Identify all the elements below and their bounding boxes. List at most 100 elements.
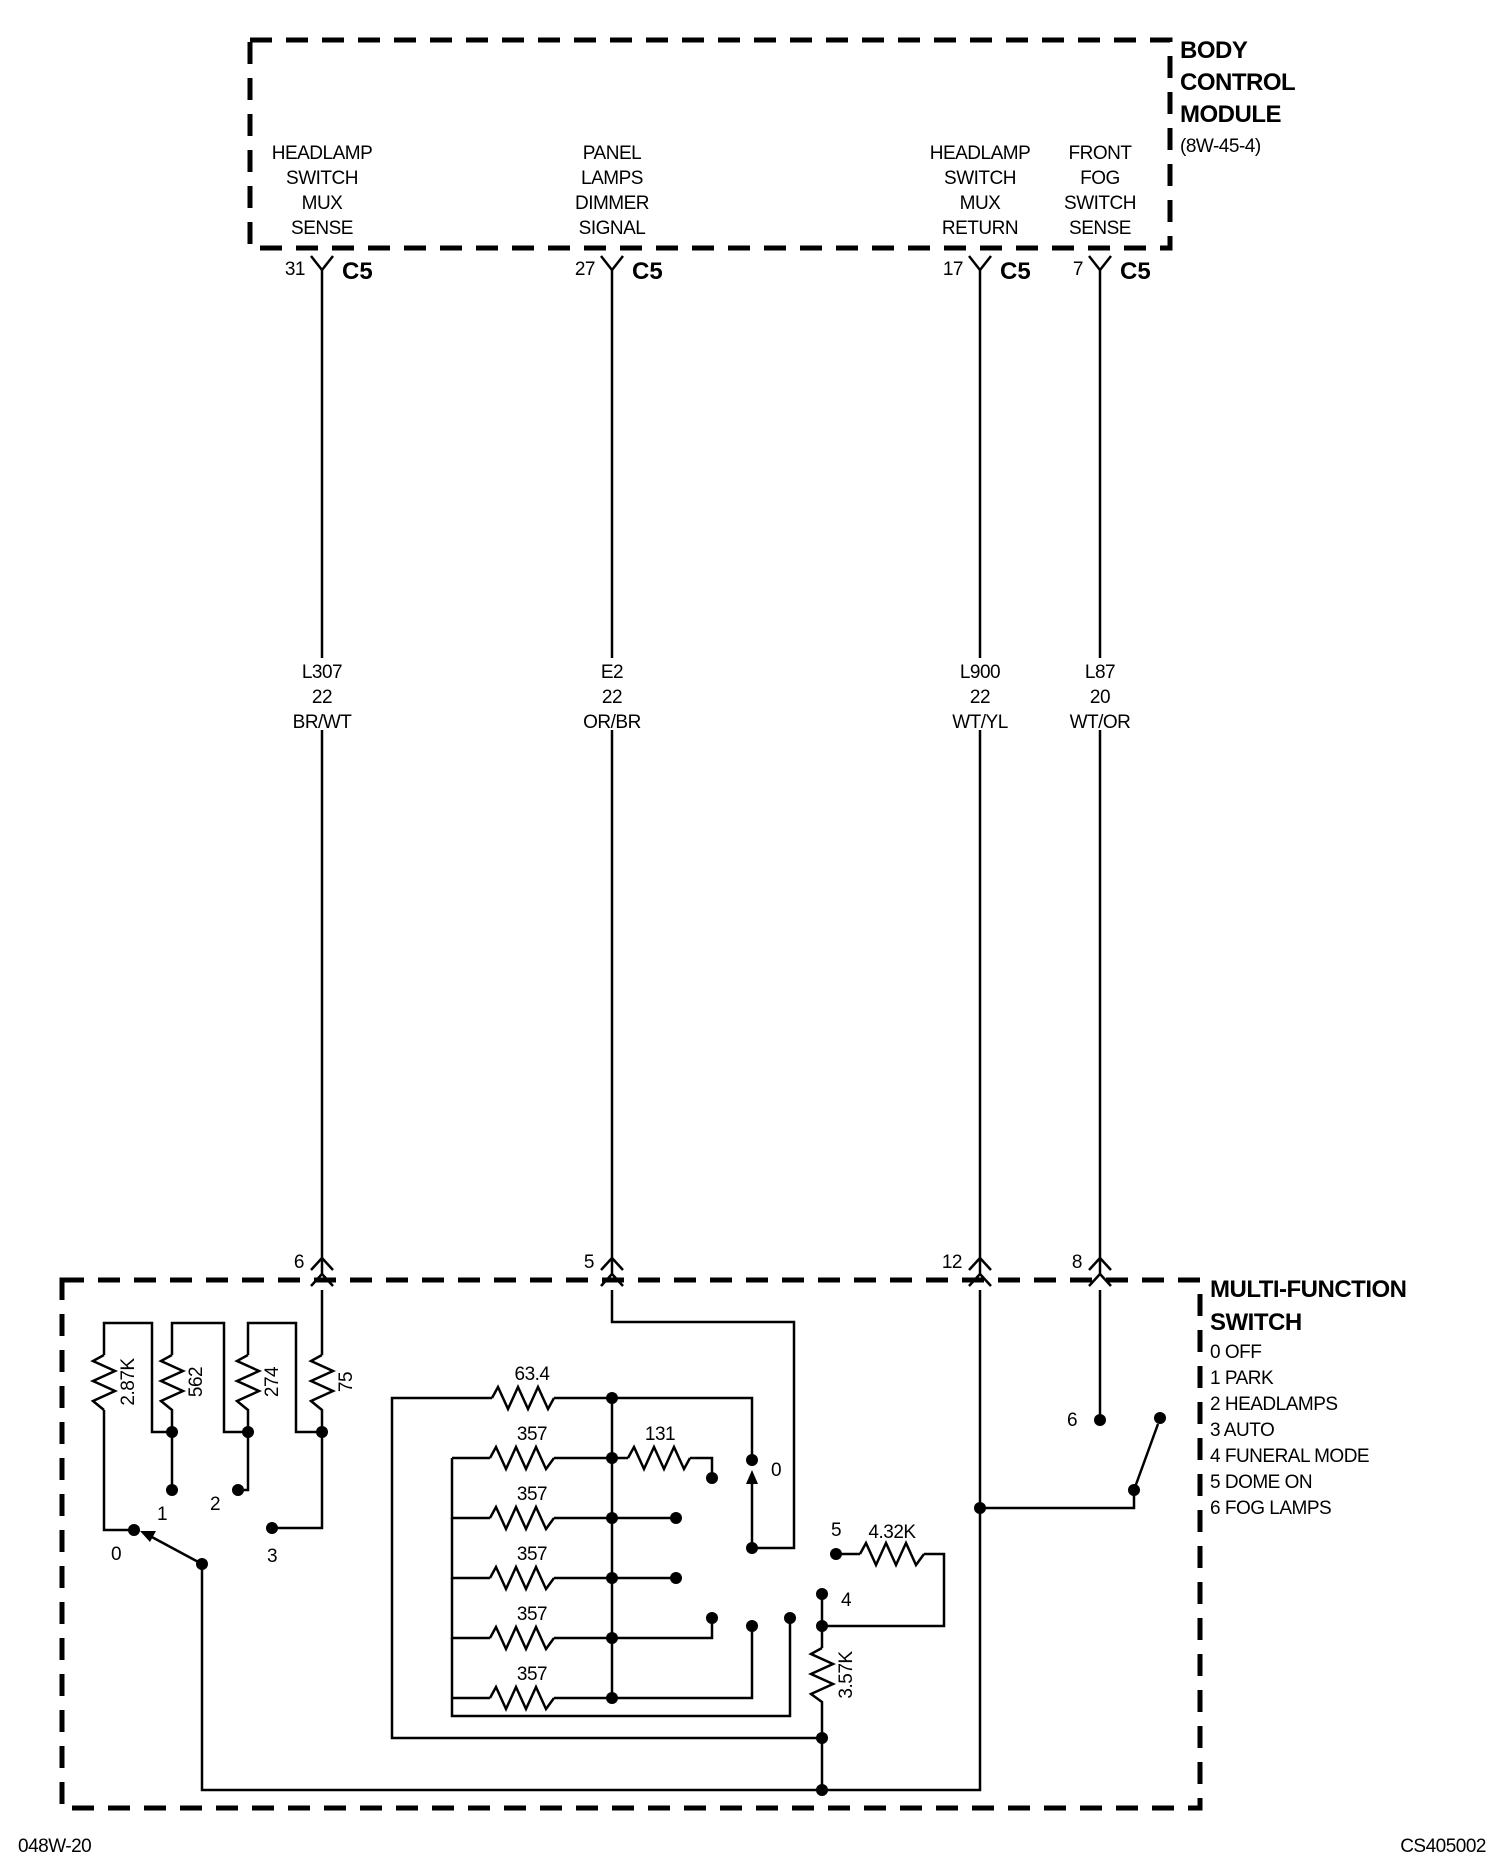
label-line: MUX <box>960 193 1002 214</box>
dimmer-wiring <box>554 1396 754 1460</box>
resistor-value: 4.32K <box>868 1522 916 1543</box>
bcm-title-line-1: BODY <box>1180 37 1248 64</box>
resistor-357-row-1 <box>488 1443 556 1473</box>
wire-gauge: 22 <box>312 687 332 708</box>
junction-dot <box>606 1632 618 1644</box>
resistor-value: 562 <box>186 1367 207 1397</box>
legend-item: 2 HEADLAMPS <box>1210 1394 1338 1415</box>
label-line: LAMPS <box>581 168 643 189</box>
legend-item: 3 AUTO <box>1210 1420 1274 1441</box>
resistor-63-4 <box>490 1383 556 1413</box>
contact-label: 1 <box>157 1504 167 1525</box>
junction-dot <box>606 1392 618 1404</box>
switch-contact <box>830 1548 842 1560</box>
pin-number: 17 <box>943 259 963 280</box>
junction-dot <box>606 1572 618 1584</box>
connector-id: C5 <box>632 258 663 285</box>
fog-switch-blade <box>1132 1423 1160 1491</box>
junction-dot <box>974 1502 986 1514</box>
wire-gauge: 22 <box>970 687 990 708</box>
pin-number: 7 <box>1073 259 1083 280</box>
connector-id: C5 <box>1000 258 1031 285</box>
switch-contact <box>166 1484 178 1496</box>
bcm-connector-pin-17: 17 C5 <box>943 255 1031 285</box>
junction-dot <box>316 1426 328 1438</box>
label-line: FRONT <box>1069 143 1133 164</box>
label-line: SWITCH <box>944 168 1016 189</box>
connector-fork-symbol <box>968 255 992 273</box>
wire-color: BR/WT <box>293 712 353 733</box>
wire-circuit: L307 <box>302 662 342 683</box>
contact-label: 6 <box>1067 1410 1077 1431</box>
resistor-357-row-2 <box>488 1503 556 1533</box>
wire-e2: E2 22 OR/BR <box>583 270 641 1274</box>
pin-number: 12 <box>942 1252 962 1273</box>
resistor-value: 274 <box>262 1366 283 1397</box>
connector-fork-symbol <box>600 255 624 273</box>
resistor-357-row-3 <box>488 1563 556 1593</box>
label-line: HEADLAMP <box>930 143 1031 164</box>
connector-id: C5 <box>1120 258 1151 285</box>
switch-pivot <box>1128 1484 1140 1496</box>
resistor-357-row-4 <box>488 1623 556 1653</box>
switch-contact <box>266 1522 278 1534</box>
resistor-562 <box>157 1353 187 1432</box>
junction-dot <box>606 1512 618 1524</box>
label-line: SIGNAL <box>579 218 646 239</box>
fog-lamp-switch: 6 <box>1067 1290 1166 1496</box>
junction-dot <box>816 1620 828 1632</box>
bcm-pin-label-headlamp-return: HEADLAMP SWITCH MUX RETURN <box>930 143 1031 239</box>
bcm-connector-pin-7: 7 C5 <box>1073 255 1151 285</box>
contact-label: 0 <box>111 1544 121 1565</box>
bcm-connector-pin-27: 27 C5 <box>575 255 663 285</box>
label-line: PANEL <box>583 143 641 164</box>
bcm-pin-label-fog-sense: FRONT FOG SWITCH SENSE <box>1064 143 1136 239</box>
mfs-title-line-1: MULTI-FUNCTION <box>1210 1276 1407 1303</box>
mfs-title: MULTI-FUNCTION SWITCH <box>1210 1276 1407 1336</box>
resistor-value: 131 <box>645 1424 675 1445</box>
label-line: SENSE <box>291 218 353 239</box>
mfs-box-outline <box>59 1277 1203 1811</box>
panel-dimmer-network: 63.4 357 131 357 357 357 3 <box>390 1290 822 1740</box>
mfs-position-legend: 0 OFF 1 PARK 2 HEADLAMPS 3 AUTO 4 FUNERA… <box>1210 1342 1370 1519</box>
switch-contact <box>784 1612 796 1624</box>
resistor-value: 2.87K <box>118 1358 139 1406</box>
headlamp-switch-blade <box>149 1534 203 1566</box>
resistor-274 <box>233 1353 263 1432</box>
legend-item: 1 PARK <box>1210 1368 1274 1389</box>
switch-arrowhead <box>140 1531 156 1542</box>
junction-dot <box>606 1692 618 1704</box>
bcm-box-outline <box>247 37 1173 251</box>
footer-reference-code: CS405002 <box>1400 1836 1486 1857</box>
mode-resistor-network: 4.32K 3.57K 5 4 <box>807 1520 946 1790</box>
bcm-connector-pin-31: 31 C5 <box>285 255 373 285</box>
junction-dot <box>242 1426 254 1438</box>
label-line: SENSE <box>1069 218 1131 239</box>
wire-circuit: L87 <box>1085 662 1115 683</box>
bcm-pin-label-headlamp-sense: HEADLAMP SWITCH MUX SENSE <box>272 143 373 239</box>
resistor-value: 357 <box>517 1424 547 1445</box>
legend-item: 4 FUNERAL MODE <box>1210 1446 1369 1467</box>
resistor-value: 357 <box>517 1604 547 1625</box>
switch-contact <box>128 1524 140 1536</box>
bcm-title-line-3: MODULE <box>1180 101 1281 128</box>
pin-number: 27 <box>575 259 595 280</box>
dimmer-row-3-wiring <box>450 1518 676 1580</box>
junction-dot <box>166 1426 178 1438</box>
contact-label: 3 <box>267 1546 277 1567</box>
label-line: DIMMER <box>575 193 649 214</box>
wire-gauge: 22 <box>602 687 622 708</box>
bcm-ref: (8W-45-4) <box>1180 136 1261 157</box>
legend-item: 5 DOME ON <box>1210 1472 1312 1493</box>
resistor-value: 3.57K <box>836 1651 857 1699</box>
bcm-title-line-2: CONTROL <box>1180 69 1295 96</box>
wire-l900: L900 22 WT/YL <box>952 270 1008 1274</box>
switch-contact <box>1154 1412 1166 1424</box>
dimmer-row-4-wiring <box>450 1578 714 1640</box>
dimmer-row-1-wiring <box>450 1456 714 1478</box>
connector-fork-symbol <box>310 255 334 273</box>
pin-number: 5 <box>584 1252 594 1273</box>
connector-fork-symbol <box>1088 255 1112 273</box>
switch-contact <box>706 1472 718 1484</box>
wire-color: WT/YL <box>952 712 1008 733</box>
